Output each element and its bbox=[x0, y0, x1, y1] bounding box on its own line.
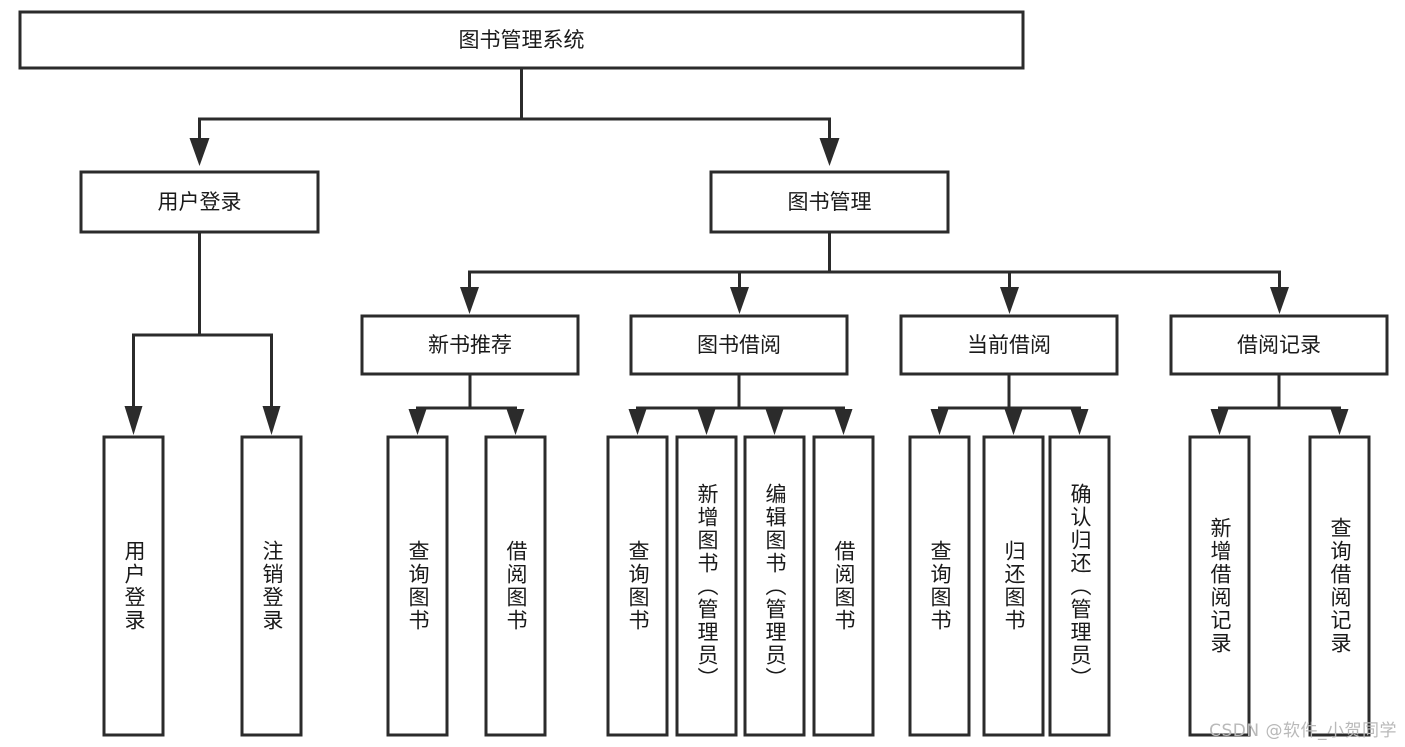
node-new-book-recommend-box[interactable] bbox=[360, 314, 580, 376]
arrow-head-icon bbox=[506, 409, 525, 435]
leaf-box-add-book[interactable] bbox=[675, 435, 738, 737]
connector-new-book-recommend-to-leaves bbox=[408, 372, 525, 435]
connector-borrow-record-to-leaves bbox=[1210, 372, 1349, 435]
arrow-head-icon bbox=[1330, 409, 1349, 435]
arrow-head-icon bbox=[124, 406, 143, 435]
node-new-book-recommend[interactable]: 新书推荐 bbox=[360, 314, 580, 376]
leaf-box-user-login[interactable] bbox=[102, 435, 165, 737]
node-user-login-label: 用户登录 bbox=[158, 190, 242, 214]
csdn-watermark: CSDN @软件_小贺同学 bbox=[1209, 721, 1397, 741]
arrow-head-icon bbox=[1210, 409, 1229, 435]
leaf-box-query-book-2[interactable] bbox=[606, 435, 669, 737]
node-borrow-record[interactable]: 借阅记录 bbox=[1169, 314, 1389, 376]
arrow-head-icon bbox=[408, 409, 427, 435]
leaf-box-borrow-book-2[interactable] bbox=[812, 435, 875, 737]
node-root-label: 图书管理系统 bbox=[459, 28, 585, 52]
leaf-box-borrow-book-1[interactable] bbox=[484, 435, 547, 737]
node-root[interactable]: 图书管理系统 bbox=[18, 10, 1025, 70]
arrow-head-icon bbox=[1004, 409, 1023, 435]
node-user-login[interactable]: 用户登录 bbox=[79, 170, 320, 234]
leaf-box-confirm-return[interactable] bbox=[1048, 435, 1111, 737]
leaf-box-query-record[interactable] bbox=[1308, 435, 1371, 737]
arrow-head-icon bbox=[628, 409, 647, 435]
arrow-head-icon bbox=[730, 287, 749, 314]
node-current-borrow-label: 当前借阅 bbox=[967, 333, 1051, 357]
arrow-head-icon bbox=[189, 138, 210, 166]
connector-user-login-to-leaves bbox=[124, 230, 281, 435]
leaf-box-query-book-1[interactable] bbox=[386, 435, 449, 737]
connector-book-manage-to-level3 bbox=[460, 230, 1289, 314]
arrow-head-icon bbox=[1270, 287, 1289, 314]
arrow-head-icon bbox=[930, 409, 949, 435]
connector-root-to-level2 bbox=[189, 66, 840, 166]
arrow-head-icon bbox=[460, 287, 479, 314]
leaf-box-user-logout[interactable] bbox=[240, 435, 303, 737]
node-book-borrow-label: 图书借阅 bbox=[697, 333, 781, 357]
arrow-head-icon bbox=[262, 406, 281, 435]
node-book-manage[interactable]: 图书管理 bbox=[709, 170, 950, 234]
node-current-borrow[interactable]: 当前借阅 bbox=[899, 314, 1119, 376]
connector-book-borrow-to-leaves bbox=[628, 372, 853, 435]
node-borrow-record-box[interactable] bbox=[1169, 314, 1389, 376]
node-book-borrow[interactable]: 图书借阅 bbox=[629, 314, 849, 376]
leaf-box-return-book[interactable] bbox=[982, 435, 1045, 737]
leaf-box-edit-book[interactable] bbox=[743, 435, 806, 737]
node-root-box[interactable] bbox=[18, 10, 1025, 70]
node-book-borrow-box[interactable] bbox=[629, 314, 849, 376]
connector-current-borrow-to-leaves bbox=[930, 372, 1089, 435]
arrow-head-icon bbox=[1070, 409, 1089, 435]
node-borrow-record-label: 借阅记录 bbox=[1237, 333, 1321, 357]
leaf-box-query-book-3[interactable] bbox=[908, 435, 971, 737]
node-book-manage-box[interactable] bbox=[709, 170, 950, 234]
arrow-head-icon bbox=[819, 138, 840, 166]
arrow-head-icon bbox=[765, 409, 784, 435]
leaf-box-add-record[interactable] bbox=[1188, 435, 1251, 737]
arrow-head-icon bbox=[697, 409, 716, 435]
arrow-head-icon bbox=[834, 409, 853, 435]
node-current-borrow-box[interactable] bbox=[899, 314, 1119, 376]
node-new-book-recommend-label: 新书推荐 bbox=[428, 333, 512, 357]
node-book-manage-label: 图书管理 bbox=[788, 190, 872, 214]
arrow-head-icon bbox=[1000, 287, 1019, 314]
